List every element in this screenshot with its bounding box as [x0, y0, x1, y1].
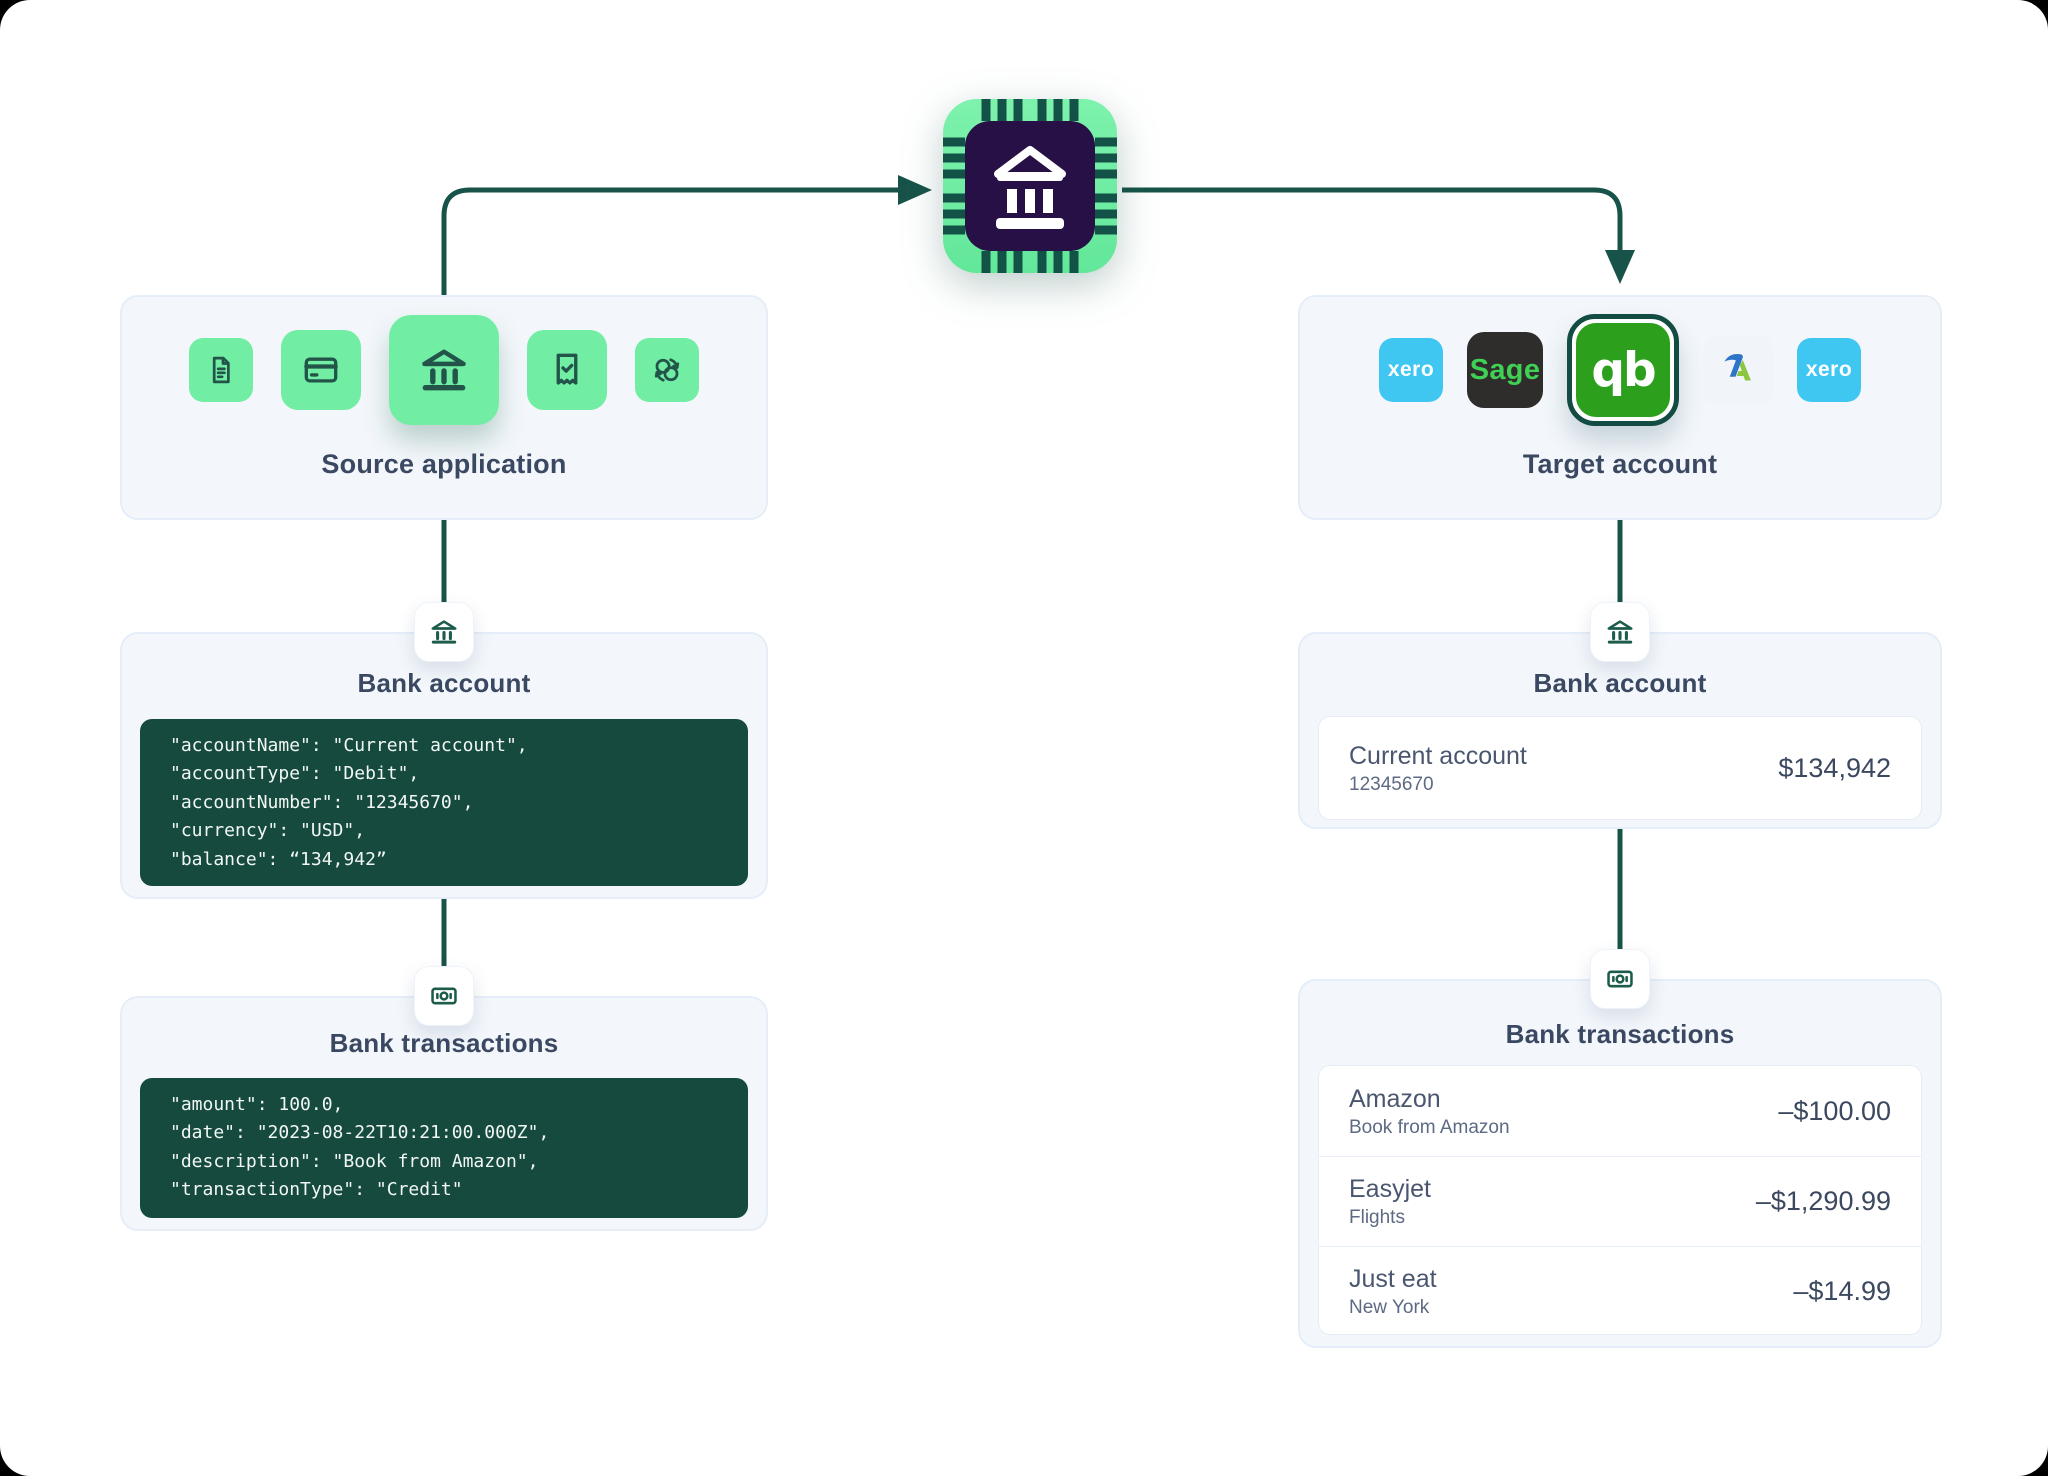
bank-account-title: Bank account	[357, 668, 531, 698]
account-name: Current account	[1349, 741, 1527, 770]
bank-icon	[994, 146, 1066, 229]
transaction-detail: Book from Amazon	[1349, 1116, 1510, 1138]
target-bank-transactions-panel: Bank transactions Amazon Book from Amazo…	[1298, 979, 1942, 1348]
quickbooks-label: qb	[1591, 342, 1656, 398]
source-data-type-icons	[122, 313, 766, 427]
bank-transactions-title: Bank transactions	[1505, 1019, 1735, 1049]
bank-badge-icon	[1590, 602, 1650, 662]
transaction-row: Easyjet Flights –$1,290.99	[1319, 1156, 1921, 1246]
transaction-name: Amazon	[1349, 1084, 1441, 1113]
sync-icon[interactable]	[635, 338, 699, 402]
target-bank-account-panel: Bank account Current account 12345670 $1…	[1298, 632, 1942, 829]
target-app-icons: xero Sage qb xero	[1300, 313, 1940, 427]
code-line: "currency": "USD",	[170, 820, 366, 842]
bank-account-json: "accountName": "Current account", "accou…	[140, 719, 748, 886]
code-line: "description": "Book from Amazon",	[170, 1150, 539, 1172]
receipt-icon[interactable]	[527, 330, 607, 410]
source-bank-account-panel: Bank account "accountName": "Current acc…	[120, 632, 768, 899]
target-panel-title: Target account	[1522, 449, 1718, 479]
code-line: "accountNumber": "12345670",	[170, 791, 474, 813]
bank-icon[interactable]	[389, 315, 499, 425]
freeagent-app-icon[interactable]	[1703, 335, 1773, 405]
transaction-row: Amazon Book from Amazon –$100.00	[1319, 1066, 1921, 1156]
transaction-name: Easyjet	[1349, 1175, 1431, 1203]
account-number: 12345670	[1349, 773, 1434, 795]
code-line: "date": "2023-08-22T10:21:00.000Z",	[170, 1122, 550, 1144]
banknote-badge-icon	[1590, 949, 1650, 1009]
xero-app-icon[interactable]: xero	[1379, 338, 1443, 402]
transactions-card: Amazon Book from Amazon –$100.00 Easyjet…	[1318, 1065, 1922, 1335]
target-account-panel: xero Sage qb xero Target account	[1298, 295, 1942, 520]
account-balance: $134,942	[1778, 752, 1891, 783]
quickbooks-app-icon[interactable]: qb	[1567, 314, 1679, 426]
sage-app-icon[interactable]: Sage	[1467, 332, 1543, 408]
code-line: "accountName": "Current account",	[170, 735, 528, 756]
bank-transactions-title: Bank transactions	[329, 1028, 559, 1058]
transaction-detail: Flights	[1349, 1207, 1405, 1228]
bank-account-title: Bank account	[1533, 668, 1707, 698]
source-bank-transactions-panel: Bank transactions "amount": 100.0, "date…	[120, 996, 768, 1231]
source-panel-title: Source application	[321, 449, 567, 479]
transaction-name: Just eat	[1349, 1265, 1437, 1293]
transaction-detail: New York	[1349, 1297, 1430, 1318]
transaction-row: Just eat New York –$14.99	[1319, 1246, 1921, 1336]
code-line: "balance": “134,942”	[170, 848, 387, 870]
xero-app-icon[interactable]: xero	[1797, 338, 1861, 402]
transaction-amount: –$1,290.99	[1755, 1186, 1891, 1216]
xero-label: xero	[1387, 358, 1435, 381]
bank-api-chip-icon	[941, 97, 1119, 275]
bank-badge-icon	[414, 602, 474, 662]
sage-label: Sage	[1469, 353, 1541, 386]
account-card: Current account 12345670 $134,942	[1318, 716, 1922, 820]
transaction-amount: –$14.99	[1793, 1276, 1891, 1306]
credit-card-icon[interactable]	[281, 330, 361, 410]
code-line: "transactionType": "Credit"	[170, 1179, 463, 1201]
transaction-amount: –$100.00	[1778, 1095, 1891, 1126]
xero-label: xero	[1805, 358, 1853, 381]
banknote-badge-icon	[414, 966, 474, 1026]
source-application-panel: Source application	[120, 295, 768, 520]
code-line: "amount": 100.0,	[170, 1094, 344, 1115]
code-line: "accountType": "Debit",	[170, 763, 420, 785]
document-icon[interactable]	[189, 338, 253, 402]
freeagent-logo	[1724, 353, 1751, 381]
bank-transactions-json: "amount": 100.0, "date": "2023-08-22T10:…	[140, 1078, 748, 1218]
